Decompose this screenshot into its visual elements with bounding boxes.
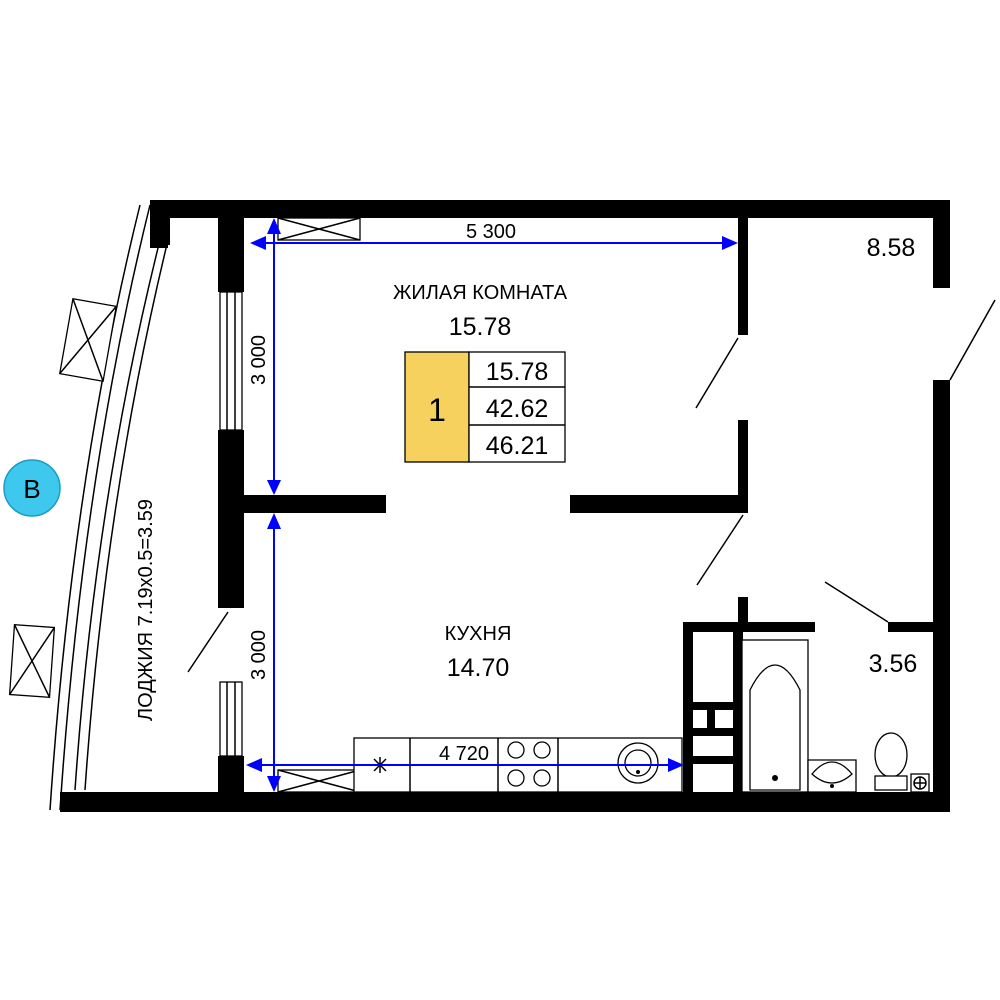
door-entrance [949, 299, 996, 381]
window-living-left [219, 291, 243, 431]
door-loggia [187, 611, 229, 673]
hall-wall-upper [738, 200, 748, 335]
hob-icon [507, 741, 551, 787]
hall-wall-mid [738, 420, 748, 512]
window-kitchen-left [219, 681, 243, 757]
right-wall-lower [933, 380, 950, 812]
dim-kitchen-depth: 3 000 [248, 630, 270, 680]
windows [219, 291, 243, 757]
bottom-wall [60, 792, 935, 812]
loggia-label: ЛОДЖИЯ 7.19x0.5=3.59 [135, 499, 157, 721]
hall-area: 8.58 [867, 234, 916, 262]
shaft-divider-3 [683, 756, 743, 764]
partition-left [218, 495, 386, 513]
door-swings [187, 299, 996, 673]
left-wall-bottom-segment [218, 756, 244, 812]
shaft-left-wall [683, 622, 693, 802]
shaft-right-wall [733, 622, 743, 802]
area-summary-table: 1 15.78 42.62 46.21 [404, 351, 566, 463]
right-wall-upper [933, 200, 950, 288]
walls [60, 200, 950, 812]
loggia-column-top [58, 298, 118, 382]
kitchen-area: 14.70 [447, 654, 510, 682]
shaft-mid-post [707, 702, 715, 736]
dim-living-width: 5 300 [466, 221, 516, 243]
summary-total-with-loggia: 46.21 [486, 432, 549, 460]
rooms-count-badge [404, 351, 470, 463]
rooms-count: 1 [428, 392, 446, 428]
washbasin-icon [807, 759, 857, 793]
vent-box-bottom [277, 769, 361, 793]
dim-living-depth: 3 000 [248, 335, 270, 385]
bath-right-top-wall [888, 622, 938, 632]
bathtub-icon [741, 639, 809, 793]
loggia [8, 204, 169, 811]
bath-top-wall [683, 622, 815, 632]
facade-marker-label: В [23, 474, 40, 504]
summary-total-area: 42.62 [486, 395, 549, 423]
facade-marker-circle [3, 459, 61, 517]
top-wall [150, 200, 950, 218]
sink-icon [617, 742, 659, 784]
loggia-wall-stub [150, 218, 168, 248]
partition-right [570, 495, 748, 513]
dimension-lines [246, 218, 738, 792]
door-kitchen [696, 514, 744, 586]
summary-living-area: 15.78 [486, 358, 549, 386]
loggia-column-bottom [8, 623, 56, 699]
dim-kitchen-width: 4 720 [439, 743, 489, 765]
living-room-area: 15.78 [449, 313, 512, 341]
floor-drain-icon [910, 773, 930, 793]
left-wall-mid-segment [218, 430, 244, 608]
door-bath [824, 581, 889, 623]
living-room-label: ЖИЛАЯ КОМНАТА [393, 282, 568, 304]
facade-marker: В [3, 459, 61, 517]
door-living [695, 337, 739, 409]
kitchen-label: КУХНЯ [445, 623, 512, 645]
left-wall-top-segment [218, 200, 244, 292]
toilet-icon [874, 732, 908, 791]
vent-box-top [277, 217, 361, 241]
hall-wall-lower [738, 597, 748, 627]
bathroom-fixtures [741, 639, 930, 793]
bath-area: 3.56 [869, 650, 918, 678]
